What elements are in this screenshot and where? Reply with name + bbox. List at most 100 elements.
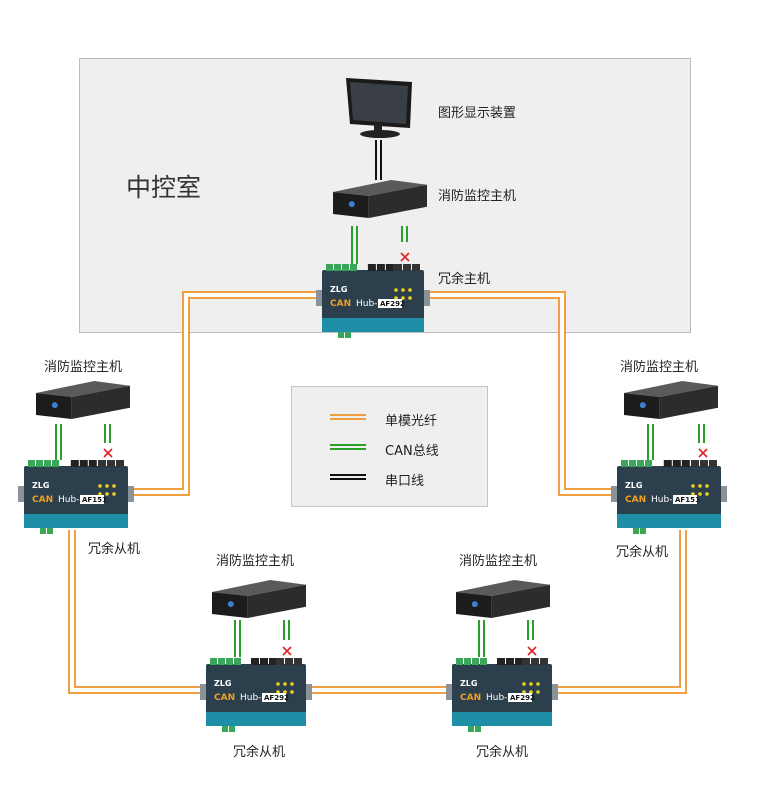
can-right-2 xyxy=(698,424,705,443)
terminal xyxy=(28,460,35,467)
status-led xyxy=(705,484,709,488)
model-tag xyxy=(378,299,402,308)
cross-icon xyxy=(103,448,113,458)
hub-band xyxy=(24,514,128,528)
cross-icon xyxy=(527,646,537,656)
hub-text: Hub- xyxy=(240,693,261,703)
port xyxy=(294,658,302,665)
terminal xyxy=(36,460,43,467)
master-label: 冗余主机 xyxy=(438,272,491,287)
model-text: AF151 xyxy=(82,496,107,504)
terminal xyxy=(334,264,341,271)
fiber-master-to-right xyxy=(425,291,612,496)
port xyxy=(412,264,420,271)
mount-right xyxy=(306,684,312,700)
host-top xyxy=(212,580,306,596)
port xyxy=(672,460,681,467)
control-room-title: 中控室 xyxy=(126,173,202,202)
terminal xyxy=(222,726,228,732)
brand-logo: ZLG xyxy=(330,285,347,294)
fiber-br-to-right-inner xyxy=(555,530,685,692)
status-led xyxy=(529,682,533,686)
terminal xyxy=(640,528,646,534)
monitor-neck xyxy=(374,124,382,132)
port xyxy=(367,264,376,271)
hub-body xyxy=(206,664,306,726)
terminal xyxy=(456,658,463,665)
host-bl xyxy=(212,580,306,618)
status-led xyxy=(408,296,412,300)
can-text: CAN xyxy=(214,693,235,703)
host-left-label: 消防监控主机 xyxy=(44,360,123,375)
host-side xyxy=(491,584,550,618)
monitor-screen xyxy=(350,82,408,124)
legend-can-swatch xyxy=(330,444,366,450)
host-top xyxy=(36,381,130,397)
hub-band xyxy=(322,318,424,332)
brand-logo: ZLG xyxy=(460,679,477,688)
model-tag xyxy=(508,693,532,702)
port xyxy=(98,460,106,467)
cross-icon-b xyxy=(698,448,708,458)
fiber-left-to-bl-inner xyxy=(70,530,205,692)
status-led xyxy=(522,690,526,694)
host-side xyxy=(247,584,306,618)
power-led xyxy=(227,601,234,608)
cross-icon xyxy=(698,448,708,458)
status-led xyxy=(105,492,109,496)
port xyxy=(107,460,115,467)
terminal xyxy=(350,264,357,271)
terminal xyxy=(472,658,479,665)
mount-right xyxy=(128,486,134,502)
cross-icon-b xyxy=(527,646,537,656)
port xyxy=(403,264,411,271)
terminal xyxy=(234,658,241,665)
port xyxy=(251,658,259,665)
status-led xyxy=(536,690,540,694)
can-text: CAN xyxy=(32,495,53,505)
brand-logo: ZLG xyxy=(214,679,231,688)
legend-fiber-label: 单模光纤 xyxy=(385,414,438,429)
status-led xyxy=(401,296,405,300)
fiber-master-to-left xyxy=(130,291,320,496)
terminal xyxy=(645,460,652,467)
can-left-2 xyxy=(104,424,111,443)
terminal xyxy=(468,726,474,732)
status-led xyxy=(698,492,702,496)
status-led xyxy=(705,492,709,496)
model-text: AF151 xyxy=(675,496,700,504)
status-led xyxy=(98,492,102,496)
port xyxy=(663,460,672,467)
brand-logo: ZLG xyxy=(625,481,642,490)
fiber-master-to-left-inner xyxy=(130,293,320,494)
hub-band xyxy=(452,712,552,726)
terminal xyxy=(621,460,628,467)
power-led xyxy=(639,402,646,409)
status-led xyxy=(408,288,412,292)
terminal xyxy=(40,528,46,534)
can-br-1 xyxy=(478,620,485,657)
cross-icon-b xyxy=(103,448,113,458)
mount-right xyxy=(424,290,430,306)
slave-br-label: 冗余从机 xyxy=(476,745,529,760)
can-host-master-1 xyxy=(351,226,358,264)
hub-text: Hub- xyxy=(651,495,672,505)
status-led xyxy=(394,288,398,292)
status-led xyxy=(536,682,540,686)
legend-serial-swatch xyxy=(330,474,366,480)
legend-can-label: CAN总线 xyxy=(385,444,439,459)
monitor-icon xyxy=(346,78,412,138)
host-top xyxy=(456,580,550,596)
port xyxy=(79,460,88,467)
can-host-master-2 xyxy=(401,226,408,242)
port xyxy=(385,264,394,271)
can-text: CAN xyxy=(625,495,646,505)
terminal xyxy=(633,528,639,534)
port xyxy=(376,264,385,271)
mount-left xyxy=(316,290,322,306)
terminal xyxy=(475,726,481,732)
model-text: AF292 xyxy=(510,694,535,702)
